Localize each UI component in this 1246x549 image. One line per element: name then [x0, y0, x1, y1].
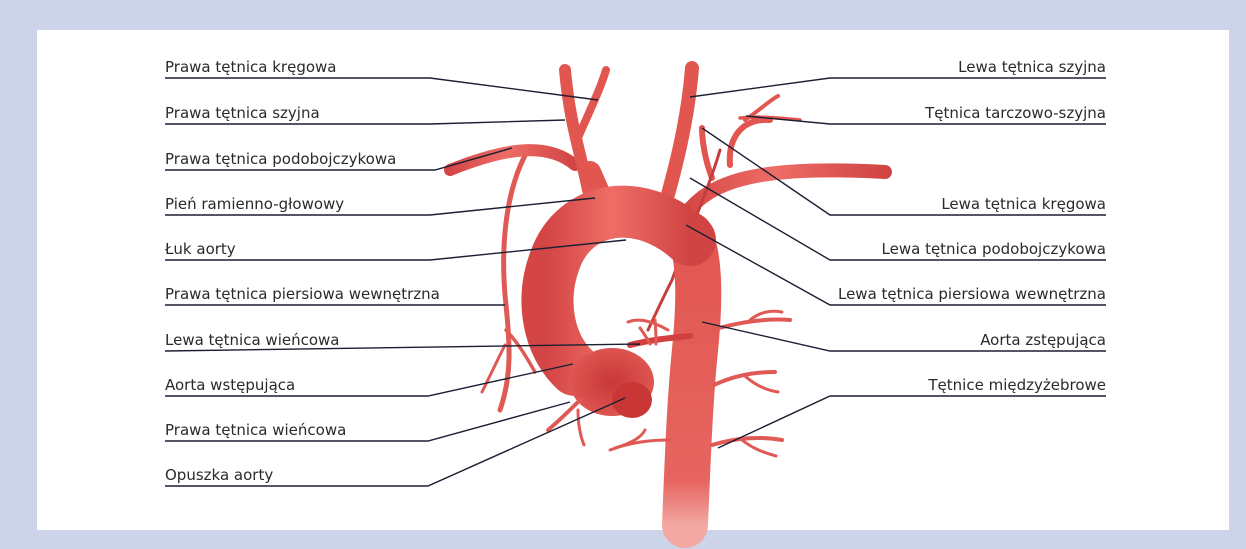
label-lewa-tetnica-kregowa: Lewa tętnica kręgowa	[941, 195, 1106, 213]
label-prawa-tetnica-kregowa: Prawa tętnica kręgowa	[165, 58, 336, 76]
artery-drawing	[450, 68, 885, 525]
leader-prawa-tetnica-kregowa	[165, 78, 598, 100]
label-aorta-zstepujaca: Aorta zstępująca	[980, 331, 1106, 349]
label-aorta-wstepujaca: Aorta wstępująca	[165, 376, 295, 394]
label-lewa-tetnica-wiencowa: Lewa tętnica wieńcowa	[165, 331, 339, 349]
label-prawa-tetnica-szyjna: Prawa tętnica szyjna	[165, 104, 320, 122]
label-pien-ramienno-glowowy: Pień ramienno-głowowy	[165, 195, 344, 213]
label-luk-aorty: Łuk aorty	[165, 240, 236, 258]
label-prawa-tetnica-podobojczykowa: Prawa tętnica podobojczykowa	[165, 150, 396, 168]
label-prawa-tetnica-wiencowa: Prawa tętnica wieńcowa	[165, 421, 346, 439]
leader-lewa-tetnica-szyjna	[690, 78, 1106, 97]
label-opuszka-aorty: Opuszka aorty	[165, 466, 273, 484]
label-tetnice-miedzyzebrowe: Tętnice międzyżebrowe	[928, 376, 1106, 394]
label-lewa-tetnica-podobojczykowa: Lewa tętnica podobojczykowa	[882, 240, 1106, 258]
label-lewa-tetnica-piersiowa-wewnetrzna: Lewa tętnica piersiowa wewnętrzna	[838, 285, 1106, 303]
label-prawa-tetnica-piersiowa-wewnetrzna: Prawa tętnica piersiowa wewnętrzna	[165, 285, 440, 303]
label-tetnica-tarczowo-szyjna: Tętnica tarczowo-szyjna	[925, 104, 1106, 122]
label-lewa-tetnica-szyjna: Lewa tętnica szyjna	[958, 58, 1106, 76]
